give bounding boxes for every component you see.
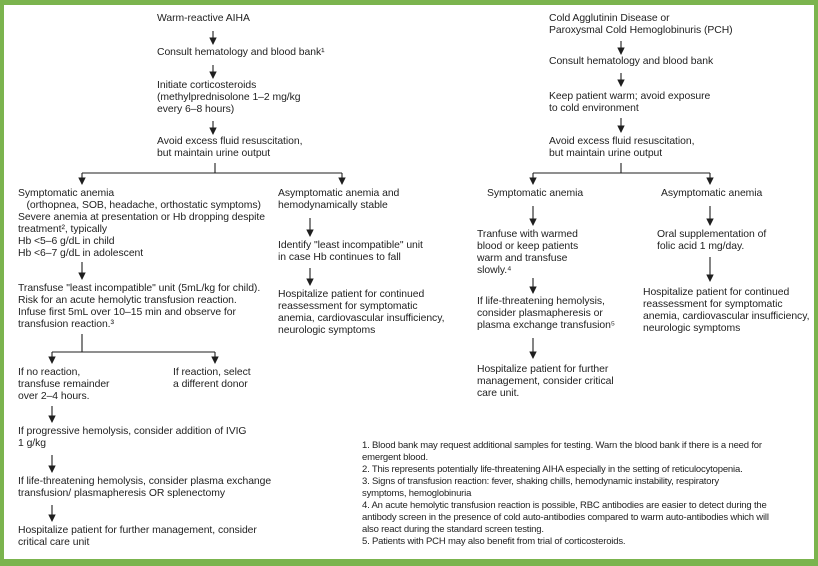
node-cold-life-threatening: If life-threatening hemolysis, consider … [477, 296, 616, 331]
node-warm-identify-unit: Identify "least incompatible" unit in ca… [278, 240, 423, 263]
node-cold-avoid-fluid: Avoid excess fluid resuscitation, but ma… [549, 136, 695, 159]
node-cold-consult: Consult hematology and blood bank [549, 56, 714, 67]
node-warm-hospitalize-reassess: Hospitalize patient for continued reasse… [278, 289, 445, 336]
node-warm-ivig: If progressive hemolysis, consider addit… [18, 426, 247, 449]
branch-connector [82, 163, 342, 174]
node-warm-consult: Consult hematology and blood bank¹ [157, 47, 325, 58]
node-cold-keep-warm: Keep patient warm; avoid exposure to col… [549, 91, 711, 114]
footnotes: 1. Blood bank may request additional sam… [362, 440, 769, 548]
node-warm-life-threatening: If life-threatening hemolysis, consider … [18, 476, 272, 499]
node-cold-asymptomatic: Asymptomatic anemia [661, 188, 763, 199]
node-warm-no-reaction: If no reaction, transfuse remainder over… [18, 367, 110, 402]
footnote-4: 4. An acute hemolytic transfusion reacti… [362, 500, 769, 535]
footnote-1: 1. Blood bank may request additional sam… [362, 440, 762, 463]
node-warm-title: Warm-reactive AIHA [157, 13, 250, 24]
node-warm-asymptomatic: Asymptomatic anemia and hemodynamically … [278, 188, 400, 211]
warm-chart-connectors [48, 31, 346, 522]
node-cold-hospitalize-reassess: Hospitalize patient for continued reasse… [643, 287, 810, 334]
node-cold-folic-acid: Oral supplementation of folic acid 1 mg/… [657, 229, 767, 252]
node-cold-symptomatic: Symptomatic anemia [487, 188, 584, 199]
node-warm-reaction: If reaction, select a different donor [173, 367, 251, 390]
footnote-2: 2. This represents potentially life-thre… [362, 464, 743, 475]
node-warm-transfuse: Transfuse "least incompatible" unit (5mL… [18, 283, 261, 330]
node-cold-transfuse-warmed: Tranfuse with warmed blood or keep patie… [477, 229, 579, 276]
node-cold-title: Cold Agglutinin Disease or Paroxysmal Co… [549, 13, 733, 36]
footnote-5: 5. Patients with PCH may also benefit fr… [362, 536, 626, 547]
branch-connector [533, 163, 710, 174]
cold-chart-connectors [529, 41, 714, 359]
node-warm-corticosteroids: Initiate corticosteroids (methylpredniso… [157, 80, 301, 115]
node-warm-avoid-fluid: Avoid excess fluid resuscitation, but ma… [157, 136, 303, 159]
footnote-3: 3. Signs of transfusion reaction: fever,… [362, 476, 719, 499]
node-cold-hospitalize: Hospitalize patient for further manageme… [477, 364, 614, 399]
branch-connector [52, 334, 215, 353]
node-warm-symptomatic: Symptomatic anemia (orthopnea, SOB, head… [18, 188, 265, 259]
node-warm-hospitalize: Hospitalize patient for further manageme… [18, 525, 257, 548]
